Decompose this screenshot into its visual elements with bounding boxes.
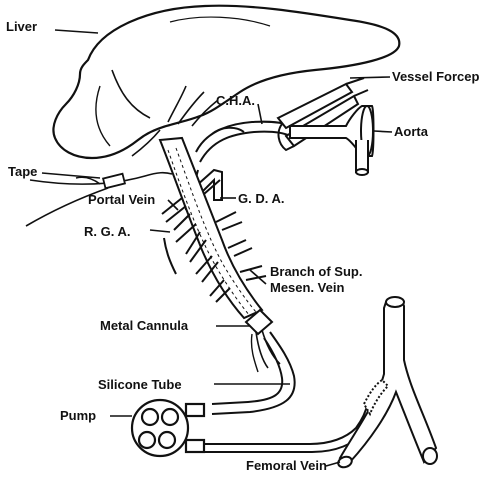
label-branch-line1: Branch of Sup.: [270, 264, 362, 279]
femoral-vein: [337, 297, 437, 469]
pump: [132, 400, 204, 456]
metal-cannula: [246, 310, 280, 372]
label-metal-cannula: Metal Cannula: [100, 318, 189, 333]
label-portal-vein: Portal Vein: [88, 192, 155, 207]
label-gda: G. D. A.: [238, 191, 284, 206]
label-aorta: Aorta: [394, 124, 429, 139]
label-vessel-forceps: Vessel Forcep: [392, 69, 479, 84]
label-rga: R. G. A.: [84, 224, 130, 239]
label-silicone-tube: Silicone Tube: [98, 377, 182, 392]
label-pump: Pump: [60, 408, 96, 423]
label-femoral-vein: Femoral Vein: [246, 458, 327, 473]
label-cha: C.H.A.: [216, 93, 255, 108]
label-branch-line2: Mesen. Vein: [270, 280, 344, 295]
label-liver: Liver: [6, 19, 37, 34]
silicone-tube: [212, 332, 295, 414]
label-tape: Tape: [8, 164, 37, 179]
